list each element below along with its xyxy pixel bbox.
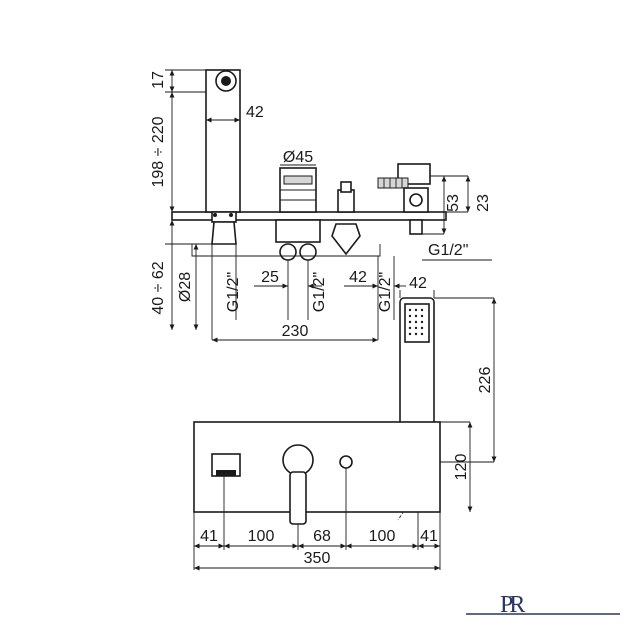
dim-holder-53: 53 <box>445 194 462 212</box>
dim-17: 17 <box>150 71 167 89</box>
dimension-labels: 17 198 ÷ 220 42 Ø45 40 ÷ 62 Ø28 G1/2" 25… <box>150 71 494 567</box>
dim-thread-2: G1/2" <box>311 272 328 312</box>
dim-holder-120: 120 <box>453 454 470 481</box>
dim-thread-3: G1/2" <box>377 272 394 312</box>
dim-front-68: 68 <box>313 528 331 545</box>
shower-nozzle-grid <box>408 308 424 336</box>
dim-spacing-42: 42 <box>349 269 367 286</box>
dim-230: 230 <box>282 323 309 340</box>
dim-spacing-25: 25 <box>261 269 279 286</box>
dimension-lines-top <box>165 69 492 343</box>
dim-front-41-left: 41 <box>200 528 218 545</box>
dim-holder-thread: G1/2" <box>428 242 468 259</box>
hose-holder <box>377 163 431 235</box>
dim-inlet-diameter: Ø28 <box>177 272 194 302</box>
dim-front-100-right: 100 <box>369 528 396 545</box>
dim-front-350: 350 <box>304 550 331 567</box>
dimension-lines-front <box>193 468 441 571</box>
dim-lever-diameter: Ø45 <box>283 149 313 166</box>
spout <box>205 69 241 245</box>
side-view <box>171 69 447 261</box>
dim-front-100-left: 100 <box>248 528 275 545</box>
dim-40-62: 40 ÷ 62 <box>150 261 167 314</box>
dim-shower-42: 42 <box>409 275 427 292</box>
dim-holder-23: 23 <box>475 194 492 212</box>
dim-thread-1: G1/2" <box>225 272 242 312</box>
brand-logo: PR <box>466 592 620 618</box>
diverter <box>331 181 361 256</box>
dimension-lines-shower <box>399 290 497 512</box>
dim-spout-42: 42 <box>246 104 264 121</box>
dim-198-220: 198 ÷ 220 <box>150 116 167 187</box>
front-view <box>193 421 441 525</box>
dim-shower-226: 226 <box>477 367 494 394</box>
dim-front-41-right: 41 <box>420 528 438 545</box>
